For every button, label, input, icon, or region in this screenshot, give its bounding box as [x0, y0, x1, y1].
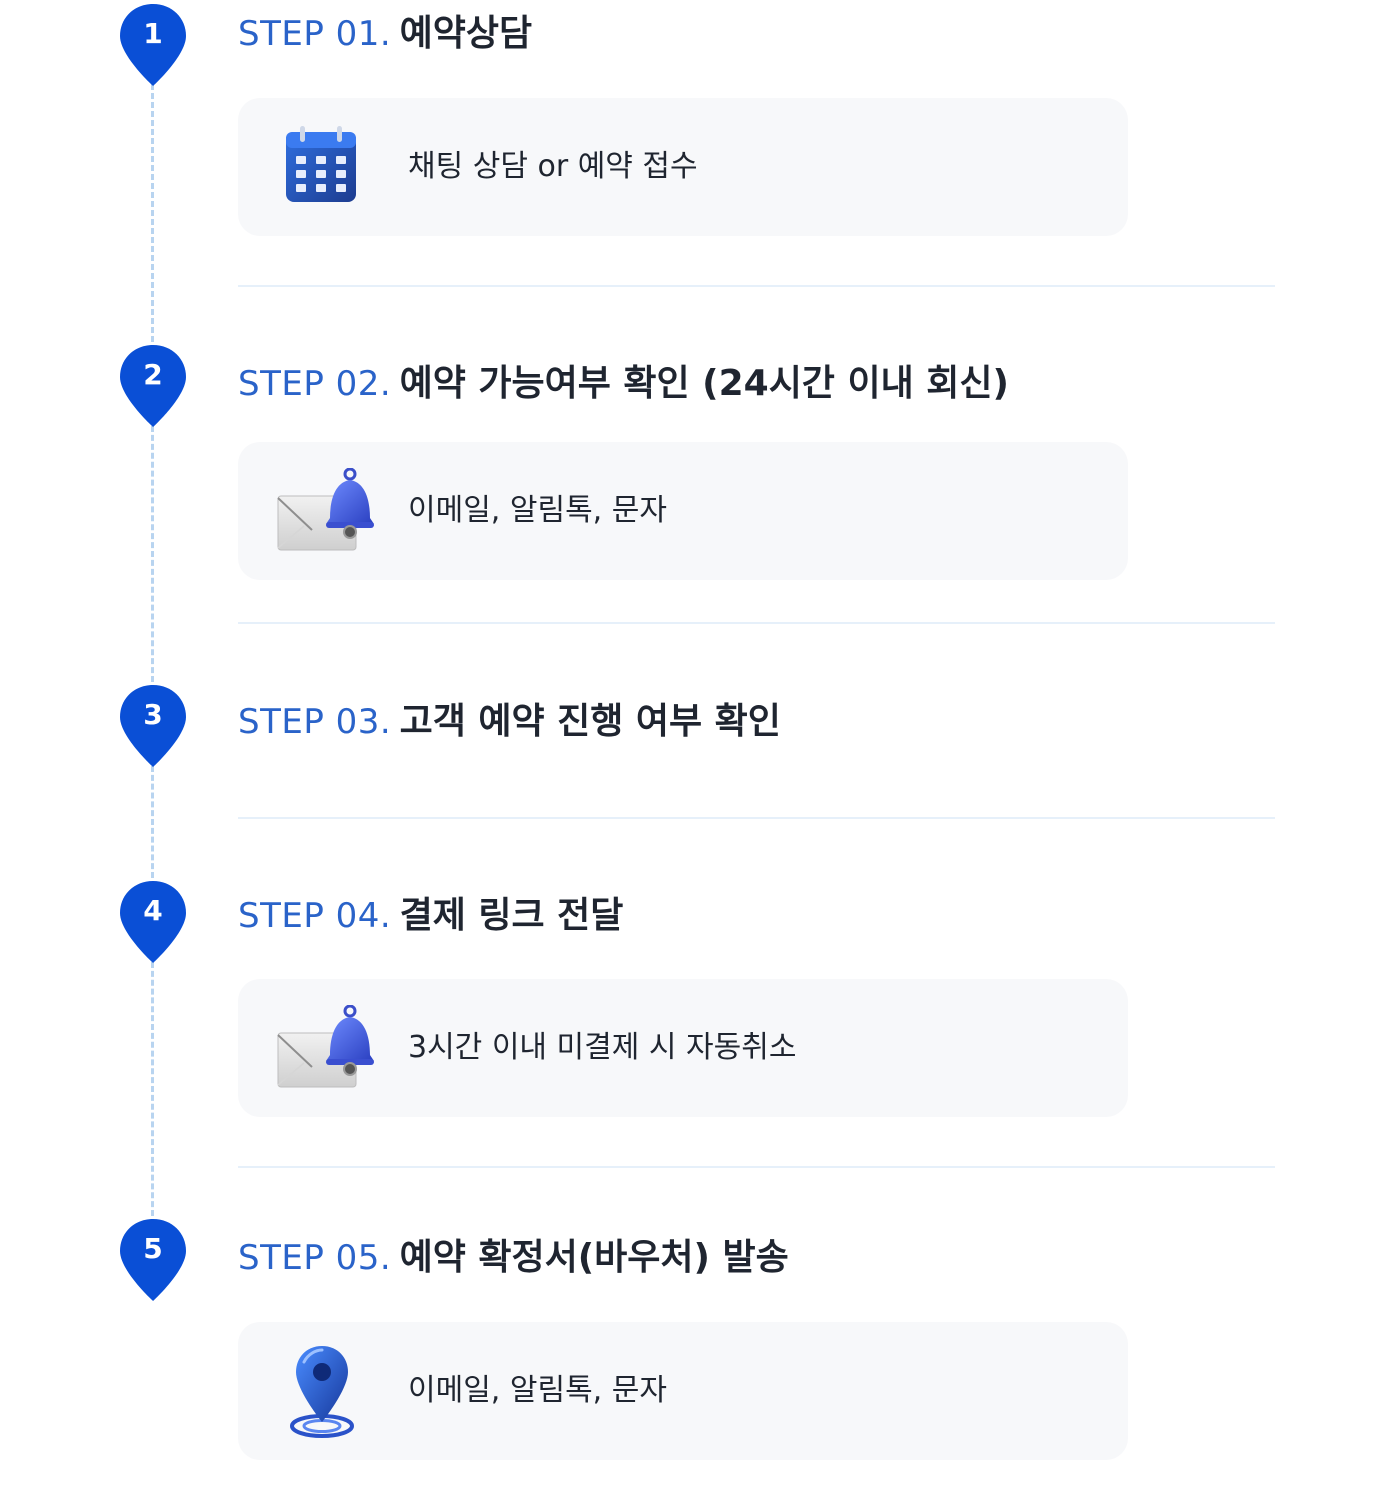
step-heading: 예약 확정서(바우처) 발송 [399, 1237, 789, 1278]
card-text: 이메일, 알림톡, 문자 [408, 1373, 667, 1408]
divider [238, 622, 1275, 624]
step-title-2: STEP 02. 예약 가능여부 확인 (24시간 이내 회신) [238, 362, 1009, 409]
divider [238, 817, 1275, 819]
step-label: STEP 05. [238, 1238, 392, 1278]
step-heading: 예약상담 [399, 13, 533, 54]
step-heading: 결제 링크 전달 [399, 895, 624, 936]
step-marker-5: 5 [118, 1215, 188, 1303]
card-text: 채팅 상담 or 예약 접수 [408, 149, 698, 184]
step-card-4: 3시간 이내 미결제 시 자동취소 [238, 979, 1128, 1117]
step-number: 5 [143, 1232, 163, 1265]
step-label: STEP 04. [238, 896, 392, 936]
step-title-5: STEP 05. 예약 확정서(바우처) 발송 [238, 1236, 789, 1283]
step-marker-3: 3 [118, 681, 188, 769]
step-card-5: 이메일, 알림톡, 문자 [238, 1322, 1128, 1460]
step-title-4: STEP 04. 결제 링크 전달 [238, 894, 623, 941]
step-card-1: 채팅 상담 or 예약 접수 [238, 98, 1128, 236]
step-number: 4 [143, 894, 163, 927]
divider [238, 1166, 1275, 1168]
step-heading: 고객 예약 진행 여부 확인 [399, 701, 781, 742]
timeline-connector-3-4 [151, 766, 154, 878]
timeline-connector-4-5 [151, 962, 154, 1216]
step-card-2: 이메일, 알림톡, 문자 [238, 442, 1128, 580]
step-label: STEP 02. [238, 364, 392, 404]
step-label: STEP 03. [238, 702, 392, 742]
card-text: 이메일, 알림톡, 문자 [408, 493, 667, 528]
step-heading: 예약 가능여부 확인 (24시간 이내 회신) [399, 363, 1009, 404]
step-number: 2 [143, 358, 163, 391]
mail-bell-icon [274, 1005, 376, 1091]
location-pin-icon [274, 1346, 370, 1438]
step-marker-2: 2 [118, 341, 188, 429]
card-text: 3시간 이내 미결제 시 자동취소 [408, 1030, 797, 1065]
divider [238, 285, 1275, 287]
step-number: 1 [143, 17, 163, 50]
step-marker-1: 1 [118, 0, 188, 88]
step-title-3: STEP 03. 고객 예약 진행 여부 확인 [238, 700, 781, 747]
calendar-icon [274, 124, 370, 210]
step-title-1: STEP 01. 예약상담 [238, 12, 532, 59]
timeline-connector-2-3 [151, 426, 154, 682]
step-label: STEP 01. [238, 14, 392, 54]
timeline-connector-1-2 [151, 84, 154, 342]
mail-bell-icon [274, 468, 376, 554]
step-number: 3 [143, 698, 163, 731]
step-marker-4: 4 [118, 877, 188, 965]
